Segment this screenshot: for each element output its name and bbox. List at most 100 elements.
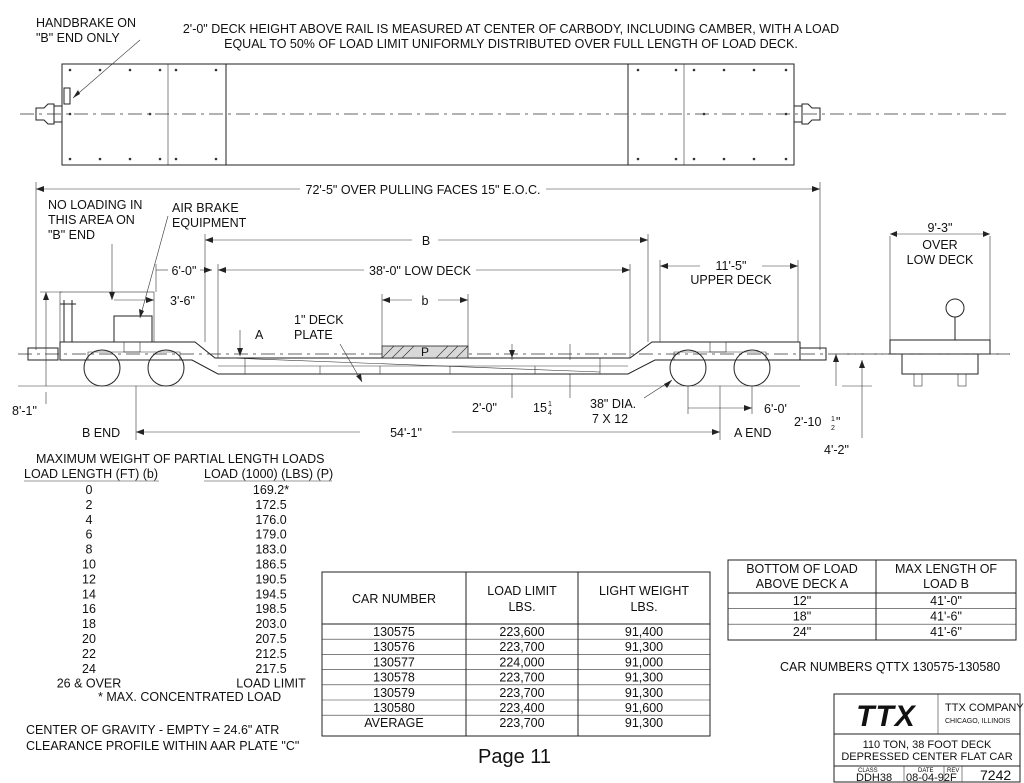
dim-2ft10: 2'-10 [794,415,821,429]
deck-table-header: BOTTOM OF LOAD [746,562,858,576]
truck-a-wheel-2 [733,349,771,387]
deck-table-header: LOAD B [923,577,969,591]
car-table: CAR NUMBER LOAD LIMIT LBS. LIGHT WEIGHT LBS.… [321,571,711,737]
car-table-header: CAR NUMBER [352,592,436,606]
truck-a-wheel-1 [669,349,707,387]
car-table-cell: 91,300 [625,640,663,654]
rev-label: REV [947,768,959,774]
car-table-cell: 91,300 [625,686,663,700]
dim-15-den: 4 [548,410,552,417]
car-table-header: LBS. [630,600,657,614]
dim-2ft10-den: 2 [831,425,835,432]
deck-height-note-1: 2'-0" DECK HEIGHT ABOVE RAIL IS MEASURED… [183,22,839,36]
partial-length-cell: 12 [82,572,96,586]
drawing-number: 7242 [980,767,1011,783]
car-table-cell: AVERAGE [364,716,424,730]
car-numbers-note: CAR NUMBERS QTTX 130575-130580 [780,660,1000,674]
dim-a: A [255,328,264,342]
wheel-dia-2: 7 X 12 [592,412,628,426]
partial-load-cell: 179.0 [255,528,286,542]
end-handbrake-wheel [945,298,965,318]
air-brake-1: AIR BRAKE [172,201,239,215]
partial-col-load: LOAD (1000) (LBS) (P) [204,467,333,481]
coupler-a-side [799,347,827,361]
car-table-cell: 130580 [373,701,415,715]
dim-low-deck: 38'-0" LOW DECK [369,264,472,278]
clearance-note: CLEARANCE PROFILE WITHIN AAR PLATE "C" [26,739,299,753]
partial-load-cell: 203.0 [255,617,286,631]
car-table-cell: 91,400 [625,625,663,639]
car-table-cell: 91,300 [625,716,663,730]
car-table-cell: 224,000 [499,655,544,669]
partial-footnote: * MAX. CONCENTRATED LOAD [98,690,281,704]
partial-load-cell: LOAD LIMIT [236,677,306,691]
dim-4ft2: 4'-2" [824,443,849,457]
coupler-b-plan [35,103,55,125]
dim-3ft6: 3'-6" [170,294,195,308]
overall-length-dim: 72'-5" OVER PULLING FACES 15" E.O.C. [306,183,541,197]
partial-length-cell: 10 [82,558,96,572]
partial-load-cell: 207.5 [255,632,286,646]
partial-length-cell: 26 & OVER [57,677,122,691]
car-table-cell: 223,600 [499,625,544,639]
deck-table-header: MAX LENGTH OF [895,562,997,576]
deck-height-note-2: EQUAL TO 50% OF LOAD LIMIT UNIFORMLY DIS… [224,37,798,51]
partial-length-cell: 0 [86,483,93,497]
car-table-cell: 223,700 [499,686,544,700]
load-block [381,345,469,359]
partial-load-cell: 169.2* [253,483,289,497]
wheel-dia-1: 38" DIA. [590,397,636,411]
partial-col-length: LOAD LENGTH (FT) (b) [24,467,158,481]
dim-8ft1: 8'-1" [12,404,37,418]
upper-deck-2: UPPER DECK [690,273,772,287]
car-table-cell: 91,300 [625,671,663,685]
partial-length-cell: 14 [82,587,96,601]
car-table-cell: 91,000 [625,655,663,669]
deck-plate-2: PLATE [294,328,333,342]
partial-load-cell: 194.5 [255,587,286,601]
car-table-header: LIGHT WEIGHT [599,584,689,598]
company-name: TTX COMPANY [945,702,1024,714]
handbrake-wheel [63,87,71,105]
no-loading-3: "B" END [48,228,95,242]
car-table-header: LOAD LIMIT [487,584,557,598]
company-city: CHICAGO, ILLINOIS [945,718,1011,725]
end-width-3: LOW DECK [907,253,974,267]
dim-15: 15 [533,401,547,415]
class-value: DDH38 [856,772,892,783]
partial-load-cell: 217.5 [255,662,286,676]
a-end-label: A END [734,426,772,440]
title-block: TTX TTX COMPANY CHICAGO, ILLINOIS 110 TO… [833,693,1024,783]
class-label: CLASS [858,768,878,774]
side-elevation: P [18,291,1010,387]
date-label: DATE [918,768,934,774]
date-value: 08-04-92 [906,772,950,783]
air-brake-2: EQUIPMENT [172,216,247,230]
partial-length-cell: 4 [86,513,93,527]
dim-b-lower: b [422,294,429,308]
end-width-2: OVER [922,238,957,252]
air-brake-box [113,315,153,343]
deck-table-cell: 41'-0" [930,594,962,608]
partial-length-cell: 8 [86,543,93,557]
car-table-cell: 130576 [373,640,415,654]
deck-table-cell: 41'-6" [930,625,962,639]
car-table-cell: 130577 [373,655,415,669]
coupler-a-plan [801,103,821,125]
no-loading-1: NO LOADING IN [48,198,142,212]
car-table-header: LBS. [508,600,535,614]
partial-loads-table: MAXIMUM WEIGHT OF PARTIAL LENGTH LOADS L… [24,452,333,704]
partial-load-cell: 172.5 [255,498,286,512]
partial-length-cell: 24 [82,662,96,676]
partial-loads-title: MAXIMUM WEIGHT OF PARTIAL LENGTH LOADS [36,452,324,466]
truck-b-wheel-2 [147,349,185,387]
car-table-cell: 130578 [373,671,415,685]
partial-load-cell: 212.5 [255,647,286,661]
dim-2ft10-unit: " [836,415,840,429]
load-p-label: P [421,345,429,359]
partial-load-cell: 186.5 [255,558,286,572]
car-table-cell: 223,400 [499,701,544,715]
rev-value: F [950,772,957,783]
b-end-label: B END [82,426,120,440]
